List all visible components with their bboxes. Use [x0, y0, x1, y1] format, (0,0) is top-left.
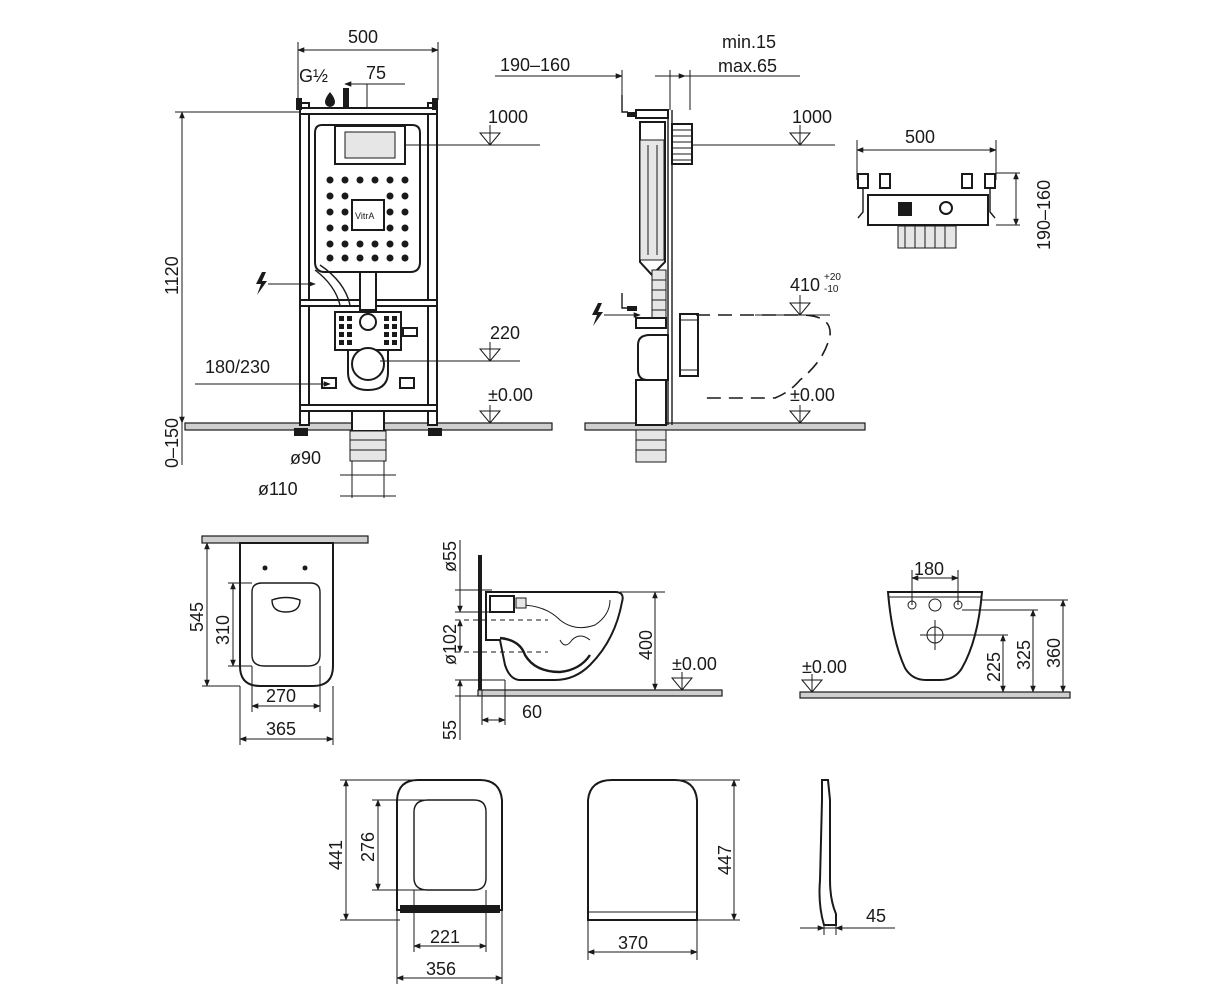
inlet-offset-label: 75	[366, 63, 386, 83]
side-depth-label: 190–160	[500, 55, 570, 75]
bowl-top-view: 545 310 270 365	[187, 535, 369, 745]
outlet-dia-label: ø102	[440, 624, 460, 665]
side-level-zero-label: ±0.00	[790, 385, 835, 405]
bowl-tol-plus-label: +20	[824, 272, 841, 283]
bowl-tol-minus-label: -10	[824, 284, 839, 295]
bowl-width-label: 365	[266, 719, 296, 739]
cover-height-label: 447	[715, 845, 735, 875]
frame-level-220-label: 220	[490, 323, 520, 343]
front-bolt-spacing-label: 180	[914, 559, 944, 579]
wall-min-label: min.15	[722, 32, 776, 52]
seat-top-view: 441 276 221 356	[326, 779, 503, 984]
cover-top-view: 447 370	[587, 779, 740, 960]
seat-thickness-label: 45	[866, 906, 886, 926]
bowl-length-label: 545	[187, 602, 207, 632]
bolt-spacing-label: 180/230	[205, 357, 270, 377]
bowl-side-view: ø55 ø102 400 ±0.00 55 60	[440, 540, 723, 740]
pipe-110-label: ø110	[258, 479, 298, 499]
inlet-label: G½	[299, 66, 328, 86]
bowl-height-label: 410	[790, 275, 820, 295]
top-width-label: 500	[905, 127, 935, 147]
front-dim-325-label: 325	[1014, 640, 1034, 670]
bowl-side-level-zero-label: ±0.00	[672, 654, 717, 674]
bowl-inner-length-label: 310	[213, 615, 233, 645]
side-level-1000-label: 1000	[792, 107, 832, 127]
bowl-side-height-label: 400	[636, 630, 656, 660]
frame-side-view: 190–160 min.15 max.65 1000	[495, 32, 866, 463]
seat-width-label: 356	[426, 959, 456, 979]
seat-inner-width-label: 221	[430, 927, 460, 947]
bowl-inner-width-label: 270	[266, 686, 296, 706]
cover-width-label: 370	[618, 933, 648, 953]
pipe-90-label: ø90	[290, 448, 321, 468]
frame-top-view: 500 190–160	[856, 127, 1054, 250]
frame-level-1000-label: 1000	[488, 107, 528, 127]
front-dim-360-label: 360	[1044, 638, 1064, 668]
wall-max-label: max.65	[718, 56, 777, 76]
seat-height-label: 441	[326, 840, 346, 870]
frame-front-view: 500 G½ 75 1120 0–150	[162, 27, 553, 499]
wall-offset-label: 60	[522, 702, 542, 722]
front-dim-225-label: 225	[984, 652, 1004, 682]
top-depth-label: 190–160	[1034, 180, 1054, 250]
seat-side-view: 45	[800, 779, 895, 935]
bowl-bottom-gap-label: 55	[440, 720, 460, 740]
front-level-zero-label: ±0.00	[802, 657, 847, 677]
floor-adjust-label: 0–150	[162, 418, 182, 468]
bowl-front-view: 180 ±0.00 225 325 360	[799, 559, 1071, 699]
inlet-dia-label: ø55	[440, 541, 460, 572]
frame-level-zero-label: ±0.00	[488, 385, 533, 405]
frame-width-label: 500	[348, 27, 378, 47]
frame-height-label: 1120	[162, 256, 182, 295]
brand-mark: VitrA	[355, 211, 374, 221]
seat-inner-height-label: 276	[358, 832, 378, 862]
